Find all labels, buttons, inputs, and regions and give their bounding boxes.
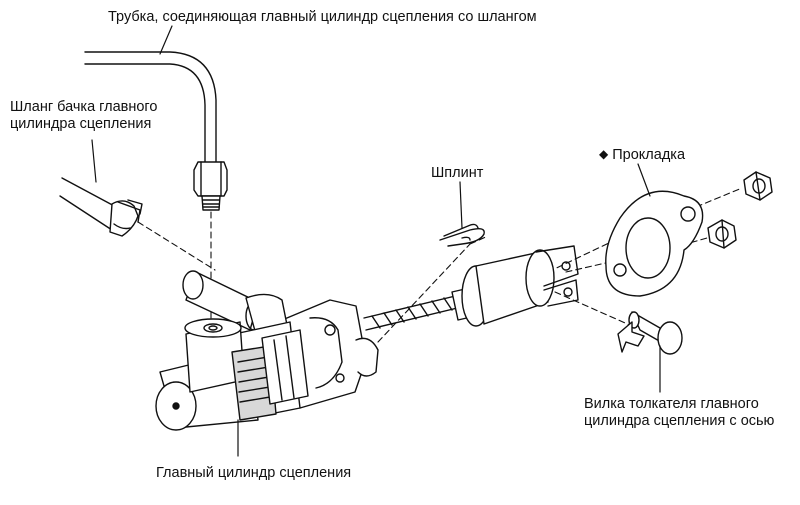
label-hose-line-1: Шланг бачка главного [10,99,158,115]
label-clevis-line-2: цилиндра сцепления с осью [584,413,775,429]
label-clevis: Вилка толкателя главного цилиндра сцепле… [584,396,774,430]
flange-nut-lower [707,219,737,249]
reservoir-hose [59,177,119,231]
label-tube: Трубка, соединяющая главный цилиндр сцеп… [108,9,537,26]
label-clevis-line-1: Вилка толкателя главного [584,396,759,412]
label-tube-text: Трубка, соединяющая главный цилиндр сцеп… [108,9,537,25]
label-gasket-text: Прокладка [612,147,686,163]
label-hose-line-2: цилиндра сцепления [10,116,152,132]
gasket [605,190,704,297]
hose-clamp [109,199,143,237]
leader-lines [91,25,661,457]
label-master-cylinder-text: Главный цилиндр сцепления [156,465,352,481]
flange-nut-upper [743,171,773,201]
diamond-marker-icon: ◆ [599,147,609,161]
cotter-pin [439,223,485,247]
label-cotter-pin: Шплинт [431,165,483,182]
clevis-pin [628,311,683,355]
insertion-arrow-icon [617,321,645,353]
label-gasket: ◆Прокладка [599,146,685,164]
master-cylinder-body [155,270,367,431]
metal-tube [84,51,217,163]
label-cotter-pin-text: Шплинт [431,165,484,181]
label-hose: Шланг бачка главного цилиндра сцепления [10,99,157,133]
tube-fitting-nut [193,161,228,211]
label-master-cylinder: Главный цилиндр сцепления [156,465,351,482]
clevis [461,245,579,327]
